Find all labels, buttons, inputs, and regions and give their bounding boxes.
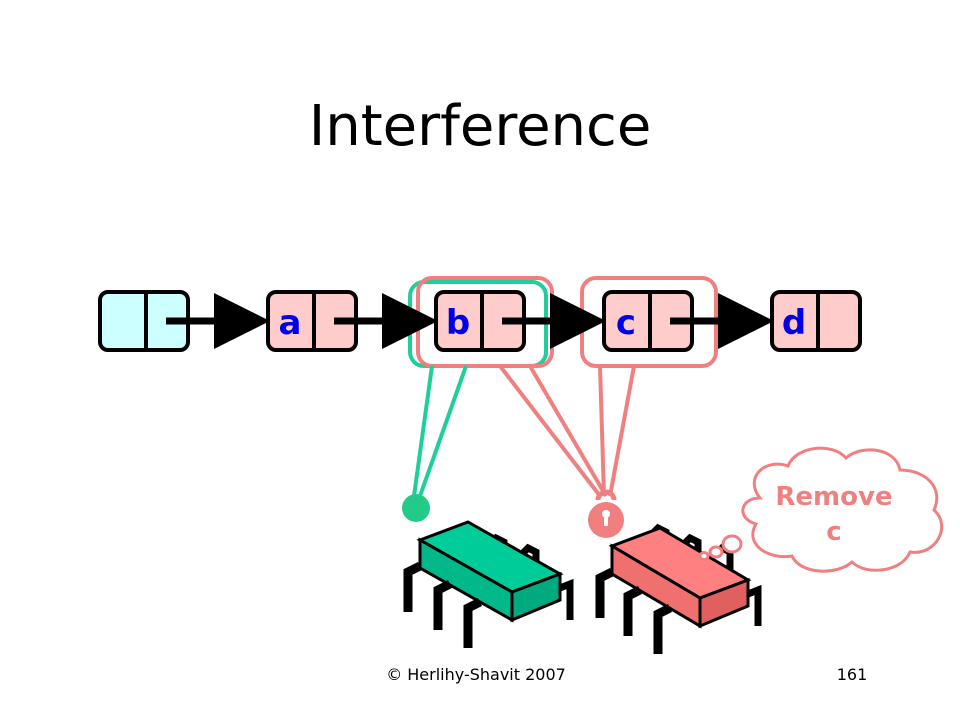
red-thread-chip-icon — [595, 523, 762, 654]
red-padlock-icon — [588, 489, 624, 538]
red-tether-c-left — [598, 365, 606, 497]
slide-title: Interference — [309, 94, 652, 159]
thought-bubble: Remove c — [698, 446, 944, 573]
green-thread-chip-icon — [403, 520, 574, 648]
red-tether-b-left — [498, 364, 602, 498]
green-lock-icon — [402, 494, 430, 522]
red-tether-c-right — [608, 365, 636, 497]
node-label-b: b — [446, 303, 470, 343]
node-label-c: c — [616, 303, 636, 343]
footer-page-number: 161 — [837, 665, 868, 684]
thought-text-line2: c — [826, 517, 841, 547]
list-node-d: d — [770, 290, 862, 352]
thought-text-line1: Remove — [775, 482, 892, 512]
red-tether-b-right — [528, 364, 608, 498]
node-label-a: a — [279, 303, 302, 343]
green-tether-right — [418, 365, 468, 497]
list-node-b: b — [434, 290, 526, 352]
node-label-d: d — [782, 303, 806, 343]
green-tether-left — [412, 365, 434, 497]
footer-copyright: © Herlihy-Shavit 2007 — [386, 665, 566, 684]
